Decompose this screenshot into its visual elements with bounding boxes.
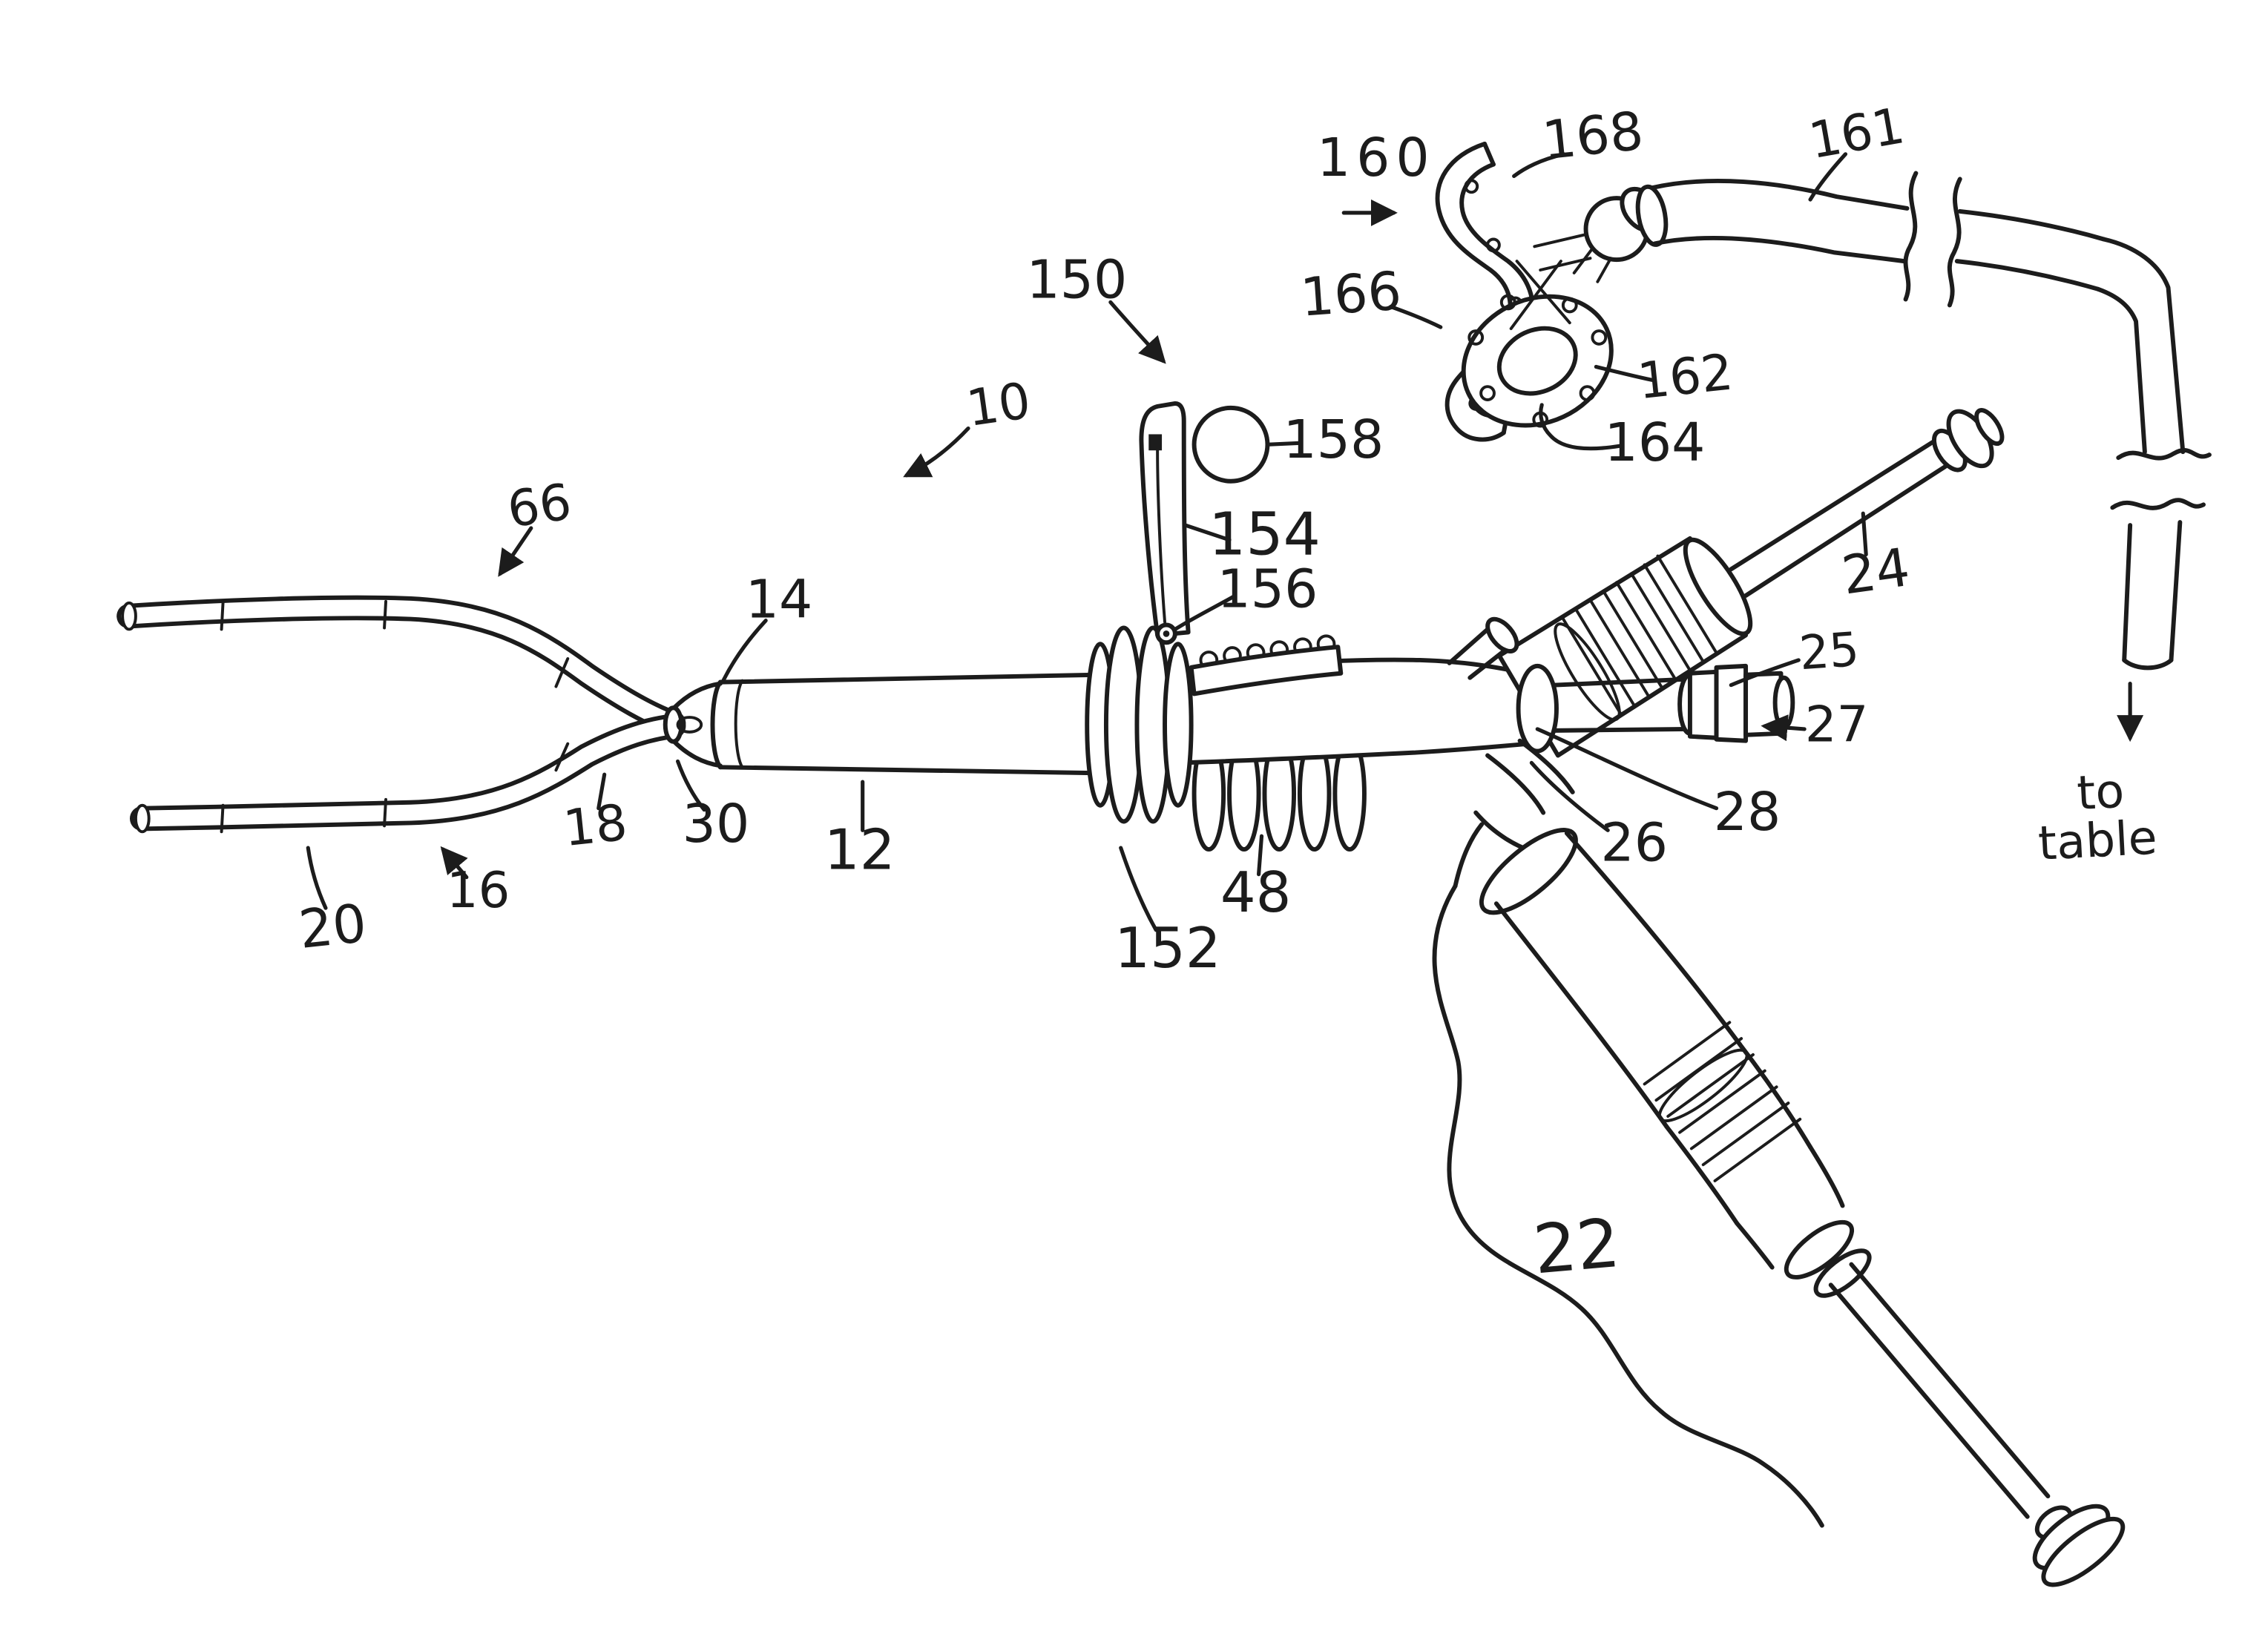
leader-28 <box>1535 727 1719 811</box>
leader-162 <box>1594 364 1654 382</box>
ref-label-168: 168 <box>1539 100 1646 172</box>
plunger-rod <box>1729 408 2005 598</box>
main-shaft <box>710 672 1100 776</box>
lever-catch <box>1148 434 1163 451</box>
ref-label-48: 48 <box>1220 860 1292 925</box>
support-arm <box>1635 171 2212 671</box>
ref-label-158: 158 <box>1283 409 1384 470</box>
leader-14 <box>721 619 768 683</box>
leader-164 <box>1539 403 1622 451</box>
ratchet-rack <box>1189 634 1344 696</box>
ref-label-22: 22 <box>1531 1205 1623 1290</box>
left-bifurcated-tubes <box>116 595 686 834</box>
ref-label-162: 162 <box>1635 343 1736 410</box>
leader-25 <box>1729 658 1801 688</box>
leader-18 <box>596 772 607 811</box>
leader-166 <box>1388 304 1443 329</box>
leader-150 <box>1108 300 1166 364</box>
break-line <box>2116 448 2212 461</box>
leader-154 <box>1183 523 1232 542</box>
leader-20 <box>306 846 328 910</box>
ref-label-152: 152 <box>1114 915 1220 981</box>
leader-27 <box>1761 714 1807 742</box>
ref-label-166: 166 <box>1298 260 1403 328</box>
ref-label-24: 24 <box>1838 536 1913 607</box>
ref-label-14: 14 <box>746 568 813 630</box>
ribbed-barrel <box>1496 536 1753 758</box>
ball-knob <box>1191 405 1270 484</box>
ref-label-164: 164 <box>1605 412 1706 473</box>
ref-label-160: 160 <box>1317 127 1436 188</box>
locking-collar <box>1085 625 1194 824</box>
ref-label-154: 154 <box>1209 500 1321 568</box>
ref-label-156: 156 <box>1217 559 1318 620</box>
ref-label-26: 26 <box>1600 812 1668 874</box>
ref-label-30: 30 <box>683 793 750 854</box>
leader-158 <box>1265 441 1302 447</box>
break-line <box>2110 498 2206 510</box>
handle-assembly <box>1432 810 2126 1587</box>
ref-label-18: 18 <box>561 794 630 858</box>
leader-168 <box>1512 152 1566 179</box>
ref-label-12: 12 <box>824 817 895 882</box>
leader-48 <box>1257 834 1264 877</box>
ref-label-161: 161 <box>1805 96 1909 170</box>
break-line <box>1947 177 1962 308</box>
annotation-table: table <box>2037 810 2158 871</box>
ref-label-150: 150 <box>1026 248 1127 310</box>
leader-161 <box>1808 152 1848 202</box>
leader-30 <box>675 759 706 812</box>
leader-66 <box>498 526 533 577</box>
ref-label-25: 25 <box>1798 622 1861 680</box>
leader-16 <box>440 846 469 880</box>
ref-label-16: 16 <box>447 861 510 919</box>
leader-10 <box>903 426 970 478</box>
leader-24 <box>1861 511 1868 557</box>
ref-label-20: 20 <box>296 892 369 961</box>
leader-lines <box>306 152 2144 932</box>
ref-label-28: 28 <box>1714 781 1781 843</box>
leader-156 <box>1173 593 1237 632</box>
break-line <box>1903 171 1919 302</box>
clamp-lever <box>1139 401 1270 645</box>
leader-152 <box>1119 846 1158 932</box>
ref-label-27: 27 <box>1805 695 1869 753</box>
leader-26 <box>1529 760 1610 832</box>
annotation-to: to <box>2076 763 2126 820</box>
spring-section <box>1191 735 1367 852</box>
ref-label-66: 66 <box>504 472 575 539</box>
ref-label-10: 10 <box>963 372 1034 438</box>
support-clamp-assembly <box>1435 141 1663 442</box>
nose-tip <box>663 681 723 768</box>
